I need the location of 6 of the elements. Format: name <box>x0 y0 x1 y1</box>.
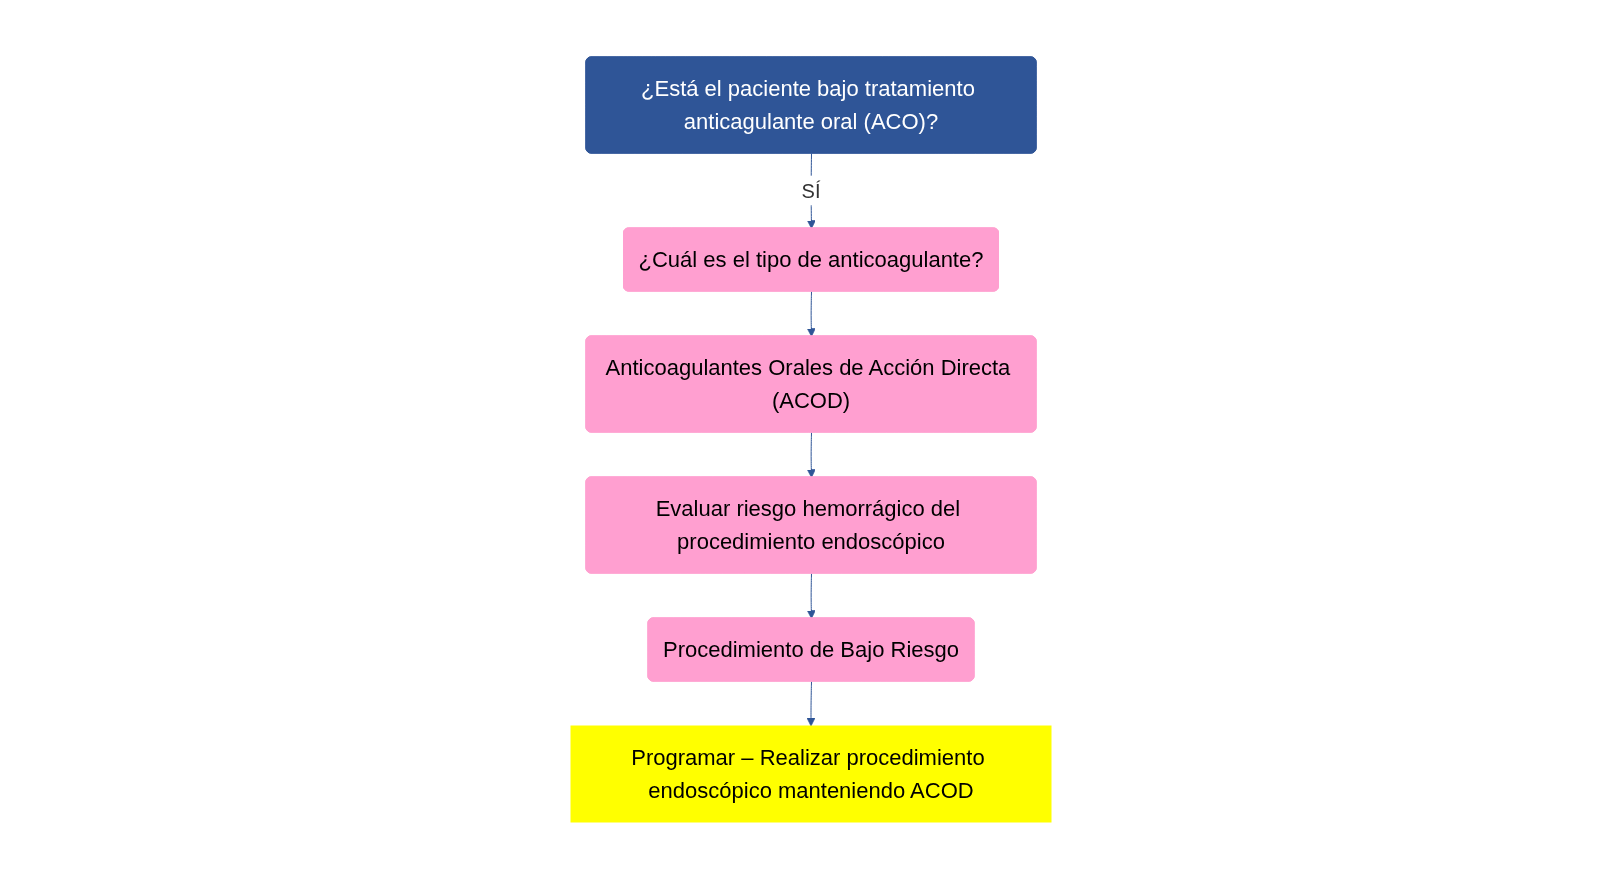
edge-label: SÍ <box>801 179 820 201</box>
arrow <box>806 572 816 619</box>
arrow <box>806 290 816 337</box>
arrow <box>806 431 816 478</box>
arrow <box>806 680 815 726</box>
node-box: Programar – Realizar procedimiento endoscópico manteniendo ACOD <box>570 725 1051 822</box>
